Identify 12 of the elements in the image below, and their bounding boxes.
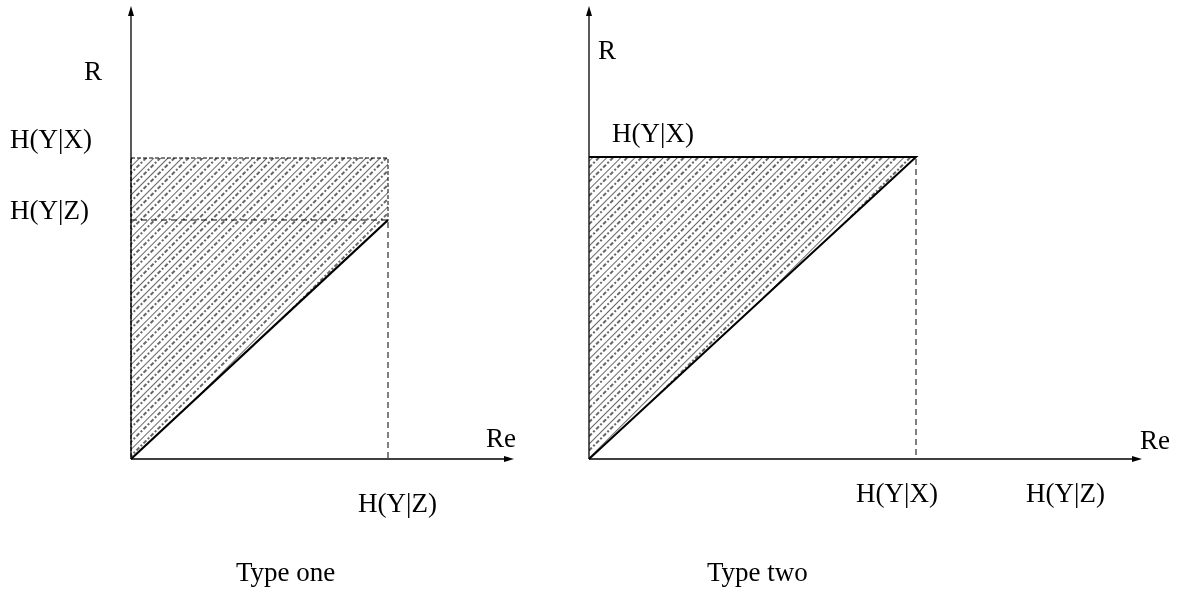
- axis-tick-label: H(Y|X): [612, 118, 694, 148]
- axis-label: R: [84, 56, 102, 86]
- axis-label: Re: [486, 423, 516, 453]
- axis-tick-label: H(Y|Z): [358, 488, 437, 518]
- panel-caption: Type two: [707, 557, 808, 587]
- panel-caption: Type one: [236, 557, 336, 587]
- axis-tick-label: H(Y|Z): [10, 195, 89, 225]
- axis-label: R: [598, 35, 616, 65]
- axis-tick-label: H(Y|Z): [1026, 478, 1105, 508]
- axis-tick-label: H(Y|X): [856, 478, 938, 508]
- axis-label: Re: [1140, 425, 1170, 455]
- axis-tick-label: H(Y|X): [10, 124, 92, 154]
